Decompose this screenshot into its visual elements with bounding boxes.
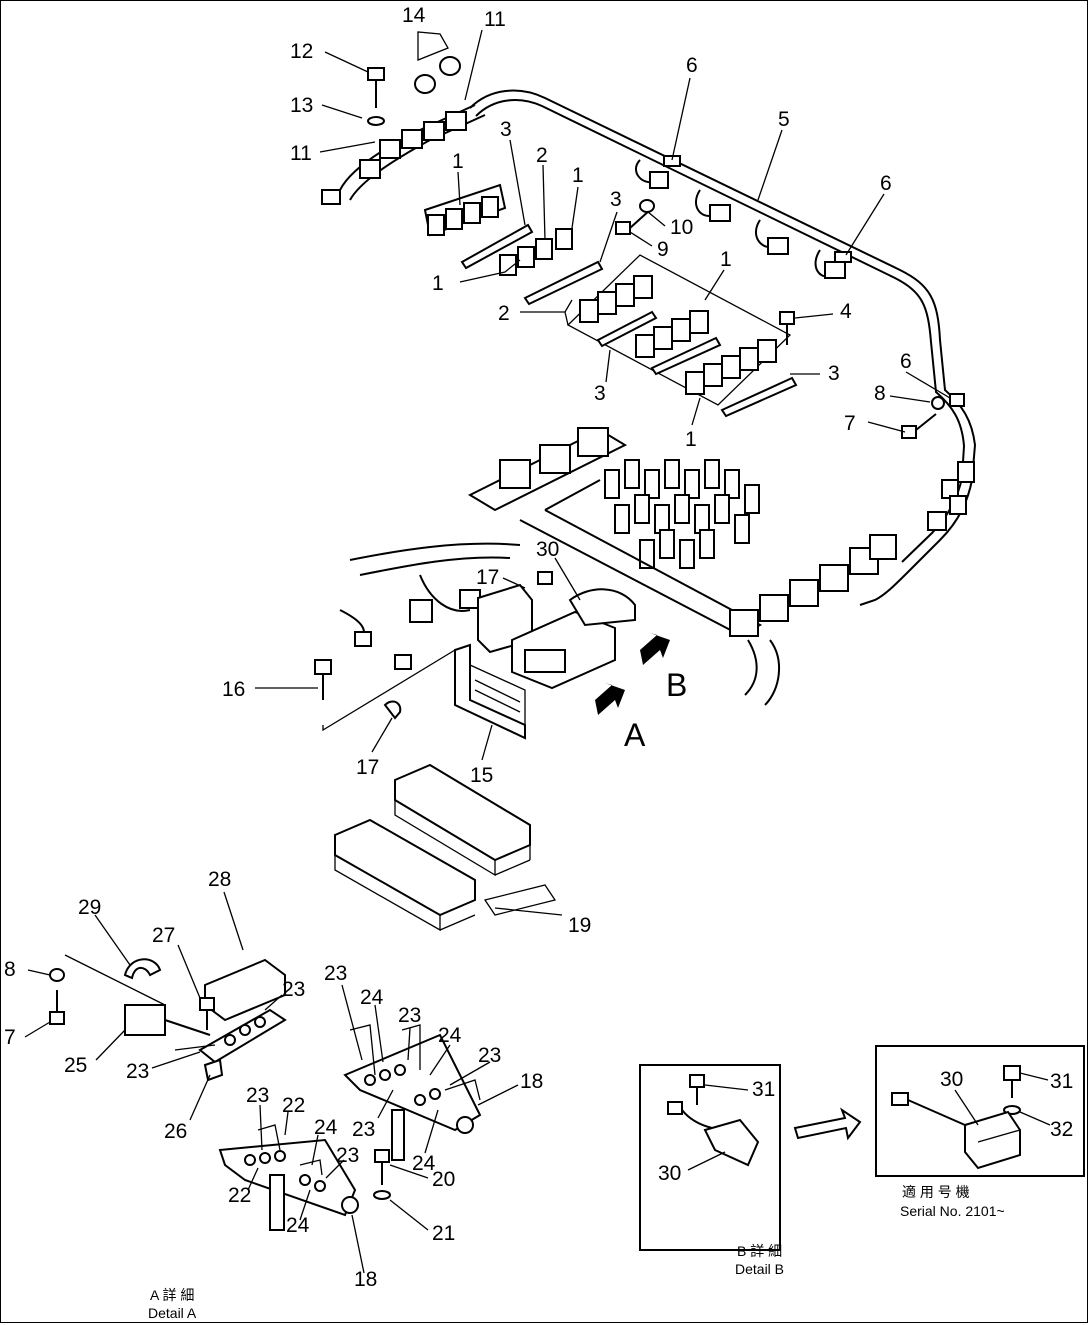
captions: A 詳 細 Detail A B 詳 細 Detail B 適 用 号 機 Se… [148,1184,1005,1321]
label-31: 31 [752,1078,775,1101]
label-31: 31 [1050,1070,1073,1093]
label-5: 5 [778,108,790,131]
label-7: 7 [4,1026,16,1049]
detail-a-assembly [49,954,482,1231]
detail-b-boxes [639,1045,1085,1251]
label-23: 23 [336,1144,359,1167]
label-24: 24 [360,986,384,1009]
label-17: 17 [476,566,499,589]
label-9: 9 [657,238,669,261]
label-3: 3 [828,362,840,385]
label-23: 23 [282,978,305,1001]
label-25: 25 [64,1054,87,1077]
part-labels: 14 11 12 13 11 6 5 6 3 2 1 1 3 10 9 1 1 … [4,4,1073,1291]
label-23: 23 [324,962,347,985]
label-24: 24 [286,1214,310,1237]
label-6: 6 [900,350,912,373]
label-17: 17 [356,756,379,779]
label-22: 22 [282,1094,305,1117]
label-18: 18 [354,1268,377,1291]
label-6: 6 [880,172,892,195]
label-19: 19 [568,914,591,937]
label-30: 30 [658,1162,681,1185]
label-2: 2 [498,302,510,325]
label-28: 28 [208,868,231,891]
label-1: 1 [720,248,732,271]
label-1: 1 [452,150,464,173]
label-10: 10 [670,216,693,239]
label-22: 22 [228,1184,251,1207]
label-14: 14 [402,4,426,27]
label-3: 3 [610,188,622,211]
relay-group-upper [423,183,655,306]
label-15: 15 [470,764,493,787]
label-8: 8 [874,382,886,405]
detail-a-caption: Detail A [148,1305,197,1321]
detail-b-caption-jp: B 詳 細 [737,1243,782,1259]
label-13: 13 [290,94,313,117]
fuse-covers [334,763,557,932]
label-24: 24 [412,1152,436,1175]
detail-b-caption: Detail B [735,1261,784,1277]
leader-lines [24,29,1051,1274]
label-11: 11 [290,142,312,165]
label-8: 8 [4,958,16,981]
label-23: 23 [352,1118,375,1141]
arrow-label-a: A [624,717,646,753]
relay-panel [566,254,945,439]
label-3: 3 [500,118,512,141]
label-20: 20 [432,1168,455,1191]
serial-caption: Serial No. 2101~ [900,1203,1005,1219]
fuse-box [314,427,897,740]
main-harness [469,89,977,606]
label-23: 23 [246,1084,269,1107]
label-27: 27 [152,924,175,947]
label-29: 29 [78,896,101,919]
label-32: 32 [1050,1118,1073,1141]
label-23: 23 [478,1044,501,1067]
label-12: 12 [290,40,313,63]
label-23: 23 [398,1004,421,1027]
label-18: 18 [520,1070,543,1093]
terminal-strip-upper [321,56,486,205]
label-23: 23 [126,1060,149,1083]
label-24: 24 [438,1024,462,1047]
label-16: 16 [222,678,245,701]
label-3: 3 [594,382,606,405]
detail-a-caption-jp: A 詳 細 [150,1287,194,1303]
label-7: 7 [844,412,856,435]
serial-caption-jp: 適 用 号 機 [902,1184,970,1200]
label-24: 24 [314,1116,338,1139]
label-2: 2 [536,144,548,167]
label-4: 4 [840,300,852,323]
label-6: 6 [686,54,698,77]
label-1: 1 [685,428,697,451]
arrow-label-b: B [666,667,687,703]
label-30: 30 [940,1068,963,1091]
label-30: 30 [536,538,559,561]
label-1: 1 [572,164,584,187]
label-26: 26 [164,1120,187,1143]
label-11: 11 [484,8,506,31]
label-1: 1 [432,272,444,295]
label-21: 21 [432,1222,455,1245]
